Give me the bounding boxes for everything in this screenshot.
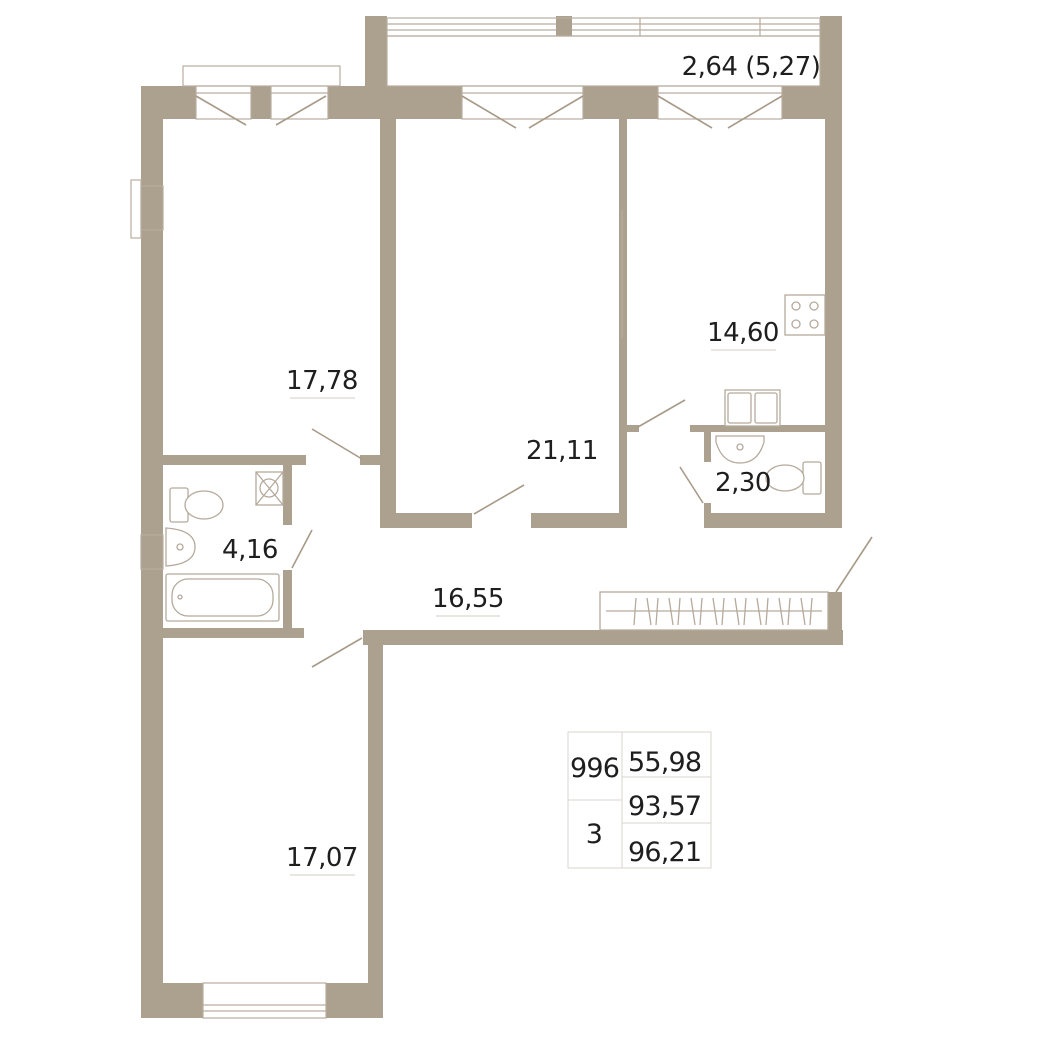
wardrobe-icon: [599, 591, 829, 631]
fixtures: [165, 294, 829, 631]
hanger-line: [765, 597, 769, 626]
hanger-line: [655, 597, 659, 626]
toilet-icon: [765, 461, 822, 495]
hanger-line: [778, 597, 784, 626]
hanger-line: [721, 597, 725, 626]
room-count: 3: [586, 819, 602, 850]
hanger-line: [787, 597, 791, 626]
drain-icon: [255, 471, 284, 506]
hanger-line: [633, 597, 637, 626]
room-area-bath: 4,16: [222, 535, 278, 565]
room-area-hall: 16,55: [432, 584, 504, 614]
doors: [195, 95, 873, 668]
room-area-middle: 21,11: [526, 436, 598, 466]
room-area-kitchen: 14,60: [707, 318, 779, 348]
hanger-line: [756, 597, 762, 626]
hanger-line: [699, 597, 703, 626]
hanger-line: [690, 597, 696, 626]
hanger-line: [809, 597, 813, 626]
room-area-wc: 2,30: [715, 468, 771, 498]
area-total: 93,57: [628, 791, 701, 822]
area-living: 55,98: [628, 747, 701, 778]
apartment-number: 996: [570, 753, 619, 784]
hanger-line: [668, 597, 674, 626]
room-area-balcony: 2,64 (5,27): [682, 52, 821, 82]
hanger-line: [734, 597, 740, 626]
wc-sink-icon: [715, 435, 765, 464]
room-area-left-bottom: 17,07: [286, 843, 358, 873]
bathtub-icon: [165, 573, 280, 622]
hanger-line: [677, 597, 681, 626]
summary-table: 996 3 55,98 93,57 96,21: [567, 731, 712, 869]
kitchen-sink-icon: [724, 389, 781, 427]
hanger-line: [646, 597, 652, 626]
room-area-left-top: 17,78: [286, 366, 358, 396]
walls: [141, 16, 843, 1018]
room-labels: 17,78 21,11 14,60 2,30 4,16 16,55 17,07 …: [222, 52, 821, 876]
hanger-line: [800, 597, 806, 626]
bath-toilet-icon: [169, 487, 224, 523]
hanger-line: [743, 597, 747, 626]
bath-sink-icon: [165, 527, 196, 567]
hanger-line: [712, 597, 718, 626]
area-total-with-balcony: 96,21: [628, 837, 701, 868]
windows: [130, 17, 821, 1019]
stove-icon: [784, 294, 826, 336]
